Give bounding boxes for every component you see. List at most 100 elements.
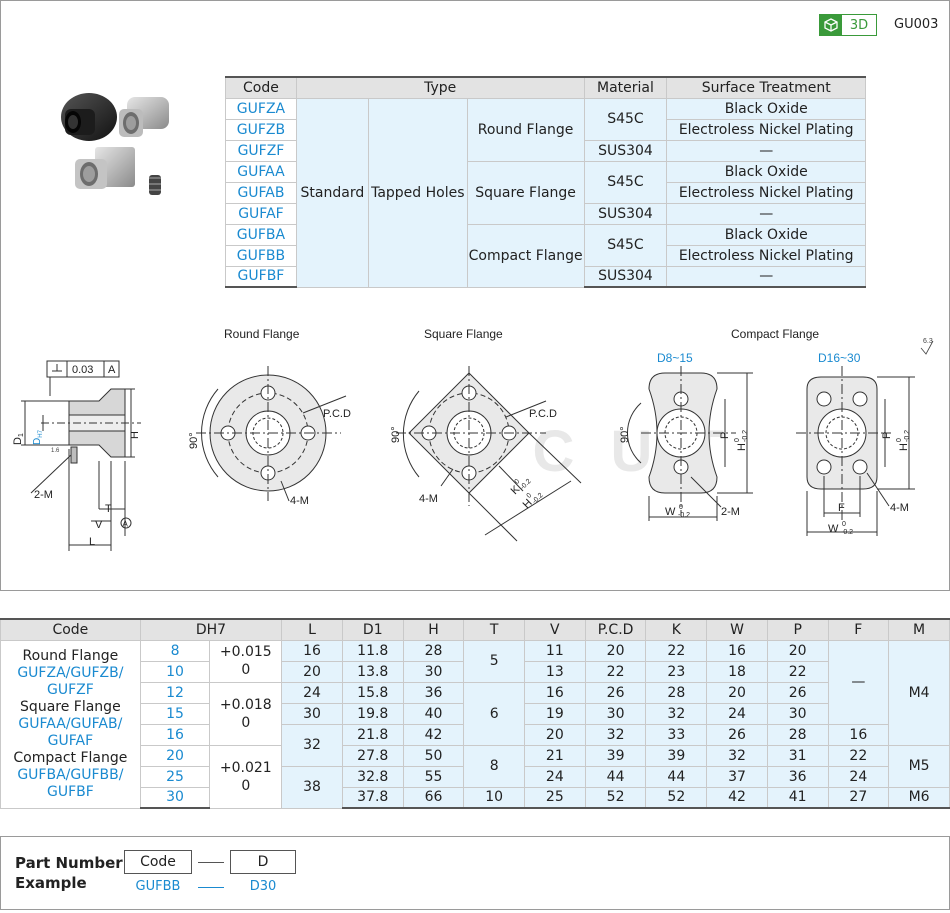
w-cell: 18 <box>706 660 768 683</box>
l-cell: 24 <box>281 681 343 704</box>
svg-text:0: 0 <box>896 438 903 442</box>
col-l: L <box>281 618 343 641</box>
v-cell: 19 <box>524 702 586 725</box>
flange-compact: Compact Flange <box>466 223 585 288</box>
col-d1: D1 <box>341 618 404 641</box>
surface-cell: Electroless Nickel Plating <box>666 181 866 204</box>
svg-text:-0.2: -0.2 <box>904 430 911 442</box>
l-cell: 30 <box>281 702 343 725</box>
d-cell[interactable]: 30 <box>139 786 211 809</box>
flange-square: Square Flange <box>466 160 585 225</box>
t-cell: 8 <box>463 744 525 788</box>
code-cell[interactable]: GUFAA <box>225 160 297 183</box>
svg-text:H: H <box>736 443 748 451</box>
v-cell: 16 <box>524 681 586 704</box>
code-cell[interactable]: GUFZB <box>225 118 297 141</box>
t-cell: 6 <box>463 681 525 746</box>
w-cell: 24 <box>706 702 768 725</box>
view-3d-button[interactable]: 3D <box>819 14 877 36</box>
pcd-cell: 22 <box>584 660 647 683</box>
code-line[interactable]: GUFZF <box>46 681 94 698</box>
square-flange-view <box>396 366 582 542</box>
label-90-compact: 90° <box>619 426 631 443</box>
title-round: Round Flange <box>224 327 300 341</box>
col-dh7: DH7 <box>139 618 283 641</box>
compact-flange-large-view <box>796 366 915 536</box>
svg-text:-0.2: -0.2 <box>841 529 853 536</box>
pcd-cell: 39 <box>584 744 647 767</box>
d-cell[interactable]: 25 <box>139 765 211 788</box>
p-cell: 41 <box>766 786 829 809</box>
v-cell: 11 <box>524 639 586 662</box>
code-cell[interactable]: GUFAB <box>225 181 297 204</box>
p-cell: 26 <box>766 681 829 704</box>
d1-cell: 27.8 <box>341 744 404 767</box>
d-cell[interactable]: 10 <box>139 660 211 683</box>
label-dh7: DH7 <box>32 429 44 445</box>
d-cell[interactable]: 15 <box>139 702 211 725</box>
example-d-value: D30 <box>249 879 277 894</box>
code-cell[interactable]: GUFZA <box>225 97 297 120</box>
code-group-cell: Round Flange GUFZA/GUFZB/ GUFZF Square F… <box>0 639 141 809</box>
datum-circle <box>120 517 132 529</box>
svg-text:W: W <box>665 506 676 518</box>
label-h-large: H 0 -0.2 <box>896 430 911 451</box>
p-cell: 30 <box>766 702 829 725</box>
col-w: W <box>706 618 768 641</box>
label-h-side: H <box>129 431 141 439</box>
surface-cell: Black Oxide <box>666 223 866 246</box>
type-tapped: Tapped Holes <box>367 97 468 288</box>
l-cell: 32 <box>281 723 343 767</box>
code-cell[interactable]: GUFBF <box>225 265 297 288</box>
dimension-table: Code DH7 L D1 H T V P.C.D K W P F M Roun… <box>0 618 950 809</box>
code-cell[interactable]: GUFBB <box>225 244 297 267</box>
svg-text:0: 0 <box>526 492 534 500</box>
label-pcd-square: P.C.D <box>529 408 557 420</box>
pcd-cell: 26 <box>584 681 647 704</box>
example-separator <box>198 862 224 863</box>
k-cell: 39 <box>645 744 708 767</box>
svg-text:A: A <box>108 364 116 376</box>
w-cell: 37 <box>706 765 768 788</box>
code-line[interactable]: GUFZA/GUFZB/ <box>17 664 124 681</box>
flange-round: Round Flange <box>466 97 585 162</box>
compact-flange-small-view <box>627 366 753 521</box>
material-cell: SUS304 <box>583 265 668 288</box>
p-cell: 36 <box>766 765 829 788</box>
title-compact: Compact Flange <box>731 327 819 341</box>
d-cell[interactable]: 20 <box>139 744 211 767</box>
l-cell: 20 <box>281 660 343 683</box>
code-cell[interactable]: GUFAF <box>225 202 297 225</box>
code-line[interactable]: GUFBA/GUFBB/ <box>17 766 124 783</box>
h-cell: 28 <box>402 639 465 662</box>
d-cell[interactable]: 8 <box>139 639 211 662</box>
label-h-small: H 0 -0.2 <box>734 430 749 451</box>
code-line[interactable]: GUFAA/GUFAB/ <box>18 715 123 732</box>
code-cell[interactable]: GUFBA <box>225 223 297 246</box>
code-line[interactable]: GUFAF <box>47 732 94 749</box>
d1-cell: 37.8 <box>341 786 404 809</box>
l-cell: 38 <box>281 765 343 809</box>
label-t: T <box>105 503 112 515</box>
w-cell: 42 <box>706 786 768 809</box>
d1-cell: 32.8 <box>341 765 404 788</box>
surface-cell: — <box>666 265 866 288</box>
v-cell: 13 <box>524 660 586 683</box>
d-cell[interactable]: 16 <box>139 723 211 746</box>
type-table: Code Type Material Surface Treatment GUF… <box>225 76 866 288</box>
k-cell: 52 <box>645 786 708 809</box>
label-f: F <box>838 502 845 514</box>
code-cell[interactable]: GUFZF <box>225 139 297 162</box>
k-cell: 44 <box>645 765 708 788</box>
code-line[interactable]: GUFBF <box>46 783 94 800</box>
h-cell: 50 <box>402 744 465 767</box>
col-type: Type <box>295 76 585 99</box>
p-cell: 20 <box>766 639 829 662</box>
d-cell[interactable]: 12 <box>139 681 211 704</box>
surface-cell: — <box>666 202 866 225</box>
h-cell: 55 <box>402 765 465 788</box>
label-v: V <box>95 519 103 531</box>
m-cell: M6 <box>888 786 950 809</box>
